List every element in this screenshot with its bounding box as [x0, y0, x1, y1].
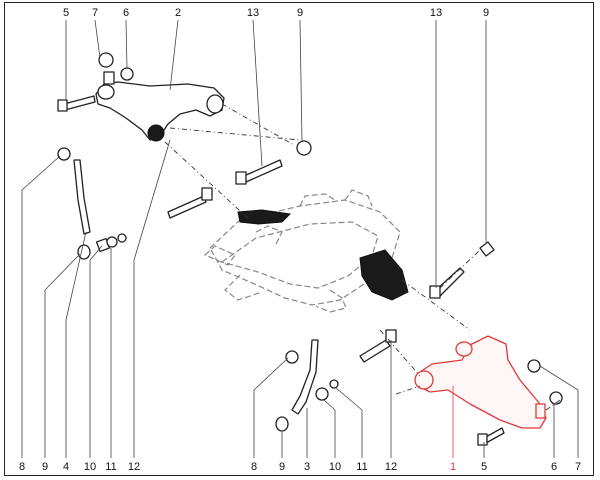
top-callout-13: 13: [247, 7, 259, 19]
top-callout-7: 7: [92, 7, 98, 19]
top-callout-2: 2: [175, 7, 181, 19]
bottom-callout-5: 5: [481, 461, 487, 473]
right-stabilizer-link: [275, 339, 339, 432]
bolts: [57, 95, 505, 446]
bottom-callout-6: 6: [551, 461, 557, 473]
bottom-callout-7: 7: [575, 461, 581, 473]
assembly-lines: [164, 103, 561, 411]
bottom-callout-8: 8: [251, 461, 257, 473]
top-callout-9: 9: [483, 7, 489, 19]
top-callout-5: 5: [63, 7, 69, 19]
top-callout-9: 9: [297, 7, 303, 19]
leader-lines: [21, 19, 579, 458]
bottom-callout-4: 4: [63, 461, 69, 473]
top-callout-6: 6: [123, 7, 129, 19]
bottom-callout-12: 12: [385, 461, 397, 473]
left-stabilizer-link: [57, 147, 127, 260]
bottom-callout-3: 3: [304, 461, 310, 473]
bottom-callout-12: 12: [128, 461, 140, 473]
bottom-callout-11: 11: [105, 461, 116, 473]
callouts-bottom: 8 9 4 10 11 12 8 9 3 10 11 12 1 5 6 7: [19, 461, 581, 473]
top-callout-13: 13: [430, 7, 442, 19]
bottom-callout-9: 9: [42, 461, 48, 473]
bottom-callout-10: 10: [84, 461, 96, 473]
bottom-callout-10: 10: [329, 461, 341, 473]
bottom-callout-9: 9: [279, 461, 285, 473]
bottom-callout-1: 1: [450, 461, 456, 473]
bottom-callout-11: 11: [356, 461, 367, 473]
nuts-washers: [98, 52, 563, 405]
lower-right-control-arm: [414, 335, 547, 429]
upper-left-control-arm: [95, 71, 225, 142]
bottom-callout-8: 8: [19, 461, 25, 473]
subframe: [203, 189, 409, 313]
callouts-top: 5 7 6 2 13 9 13 9: [63, 7, 489, 19]
